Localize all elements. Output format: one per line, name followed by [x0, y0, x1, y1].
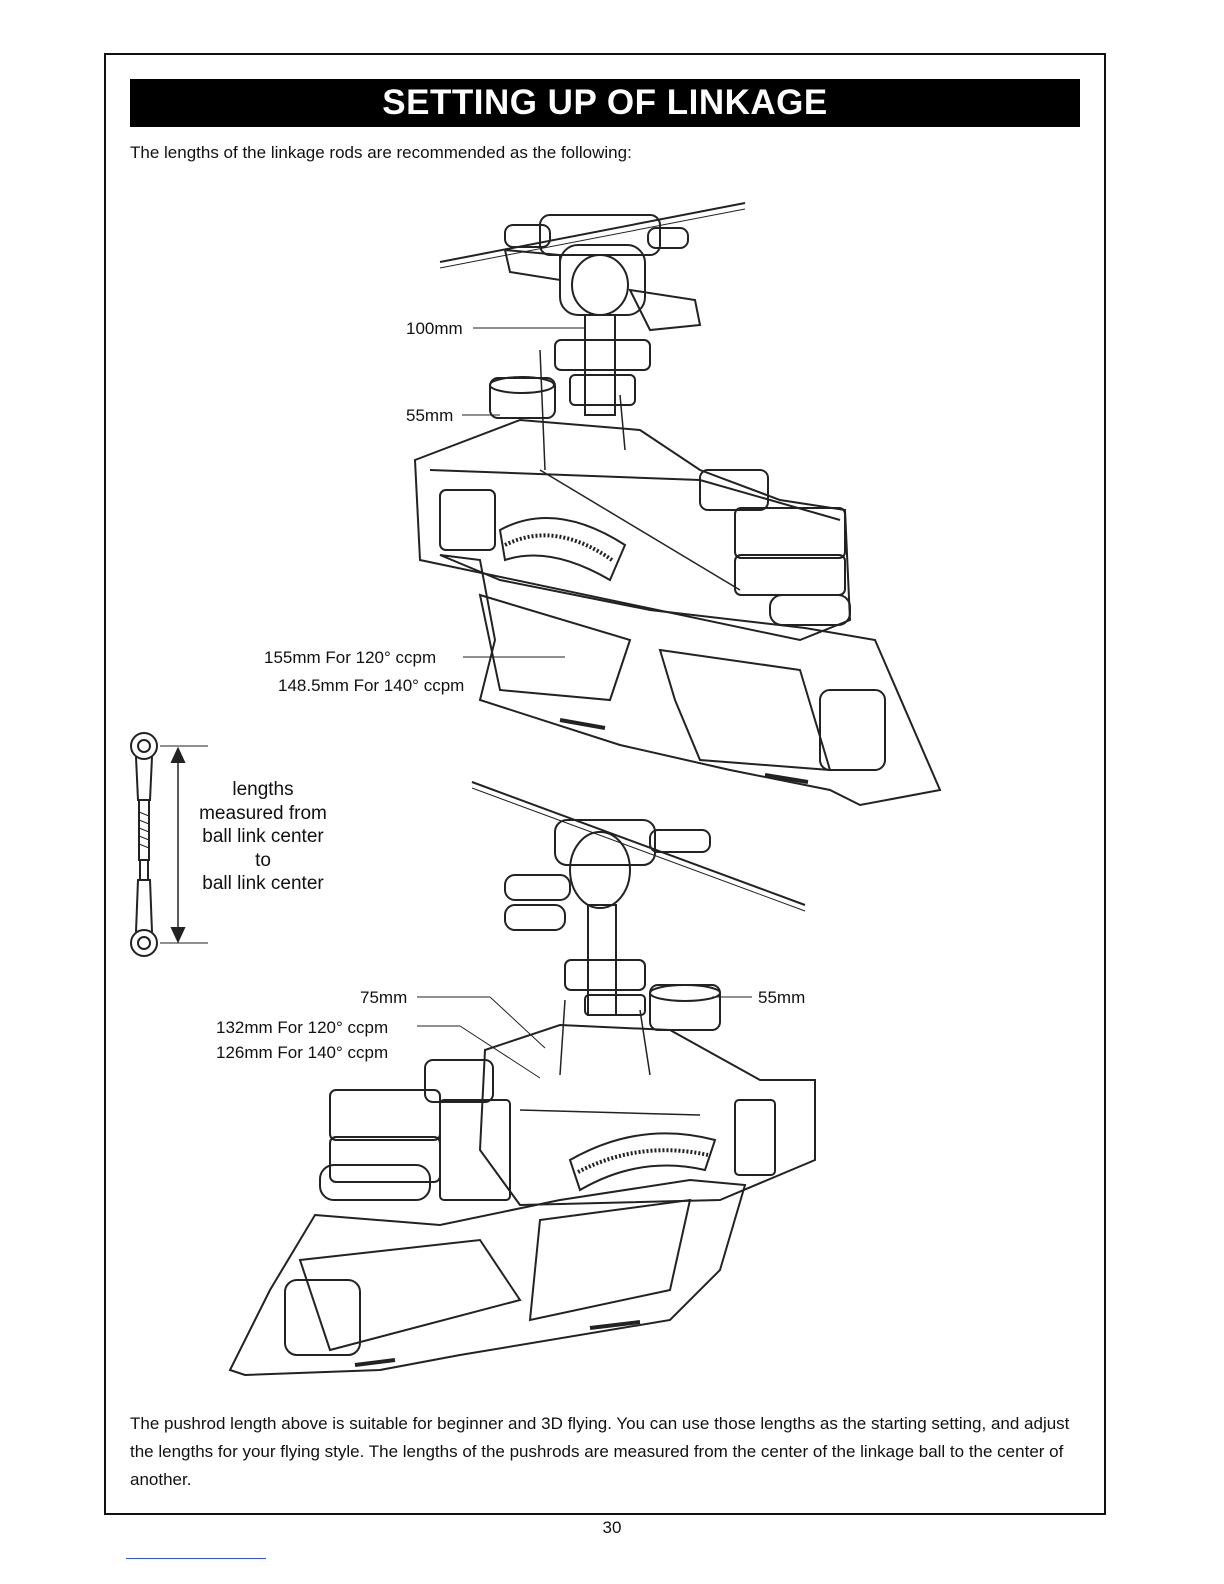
lower-helicopter-drawing: [228, 781, 816, 1377]
upper-leader-lines: [462, 327, 585, 658]
label-132mm: 132mm For 120° ccpm: [216, 1018, 389, 1037]
rod-note-line-1: lengths: [232, 779, 294, 800]
label-55mm-upper: 55mm: [406, 406, 454, 425]
label-126mm: 126mm For 140° ccpm: [216, 1043, 389, 1062]
label-148mm: 148.5mm For 140° ccpm: [278, 676, 465, 695]
linkage-rod-diagram: [130, 732, 208, 957]
label-75mm: 75mm: [360, 988, 408, 1007]
rod-note-line-2: measured from: [199, 802, 327, 824]
intro-text: The lengths of the linkage rods are reco…: [130, 143, 632, 162]
upper-helicopter-drawing: [413, 202, 942, 807]
footnote-rule: [126, 1558, 266, 1559]
label-155mm: 155mm For 120° ccpm: [264, 648, 437, 667]
page-title: SETTING UP OF LINKAGE: [130, 79, 1080, 127]
rod-measurement-note: lengths measured from ball link center t…: [190, 778, 336, 896]
page-number: 30: [602, 1518, 622, 1537]
rod-note-line-5: ball link center: [202, 873, 324, 894]
label-55mm-lower: 55mm: [758, 988, 806, 1007]
footer-paragraph: The pushrod length above is suitable for…: [130, 1414, 1070, 1489]
page-frame: [104, 53, 1106, 1515]
rod-note-line-3: ball link center: [202, 826, 324, 847]
lower-leader-lines: [417, 996, 752, 1079]
label-100mm: 100mm: [406, 319, 463, 338]
rod-note-line-4: to: [255, 849, 271, 871]
